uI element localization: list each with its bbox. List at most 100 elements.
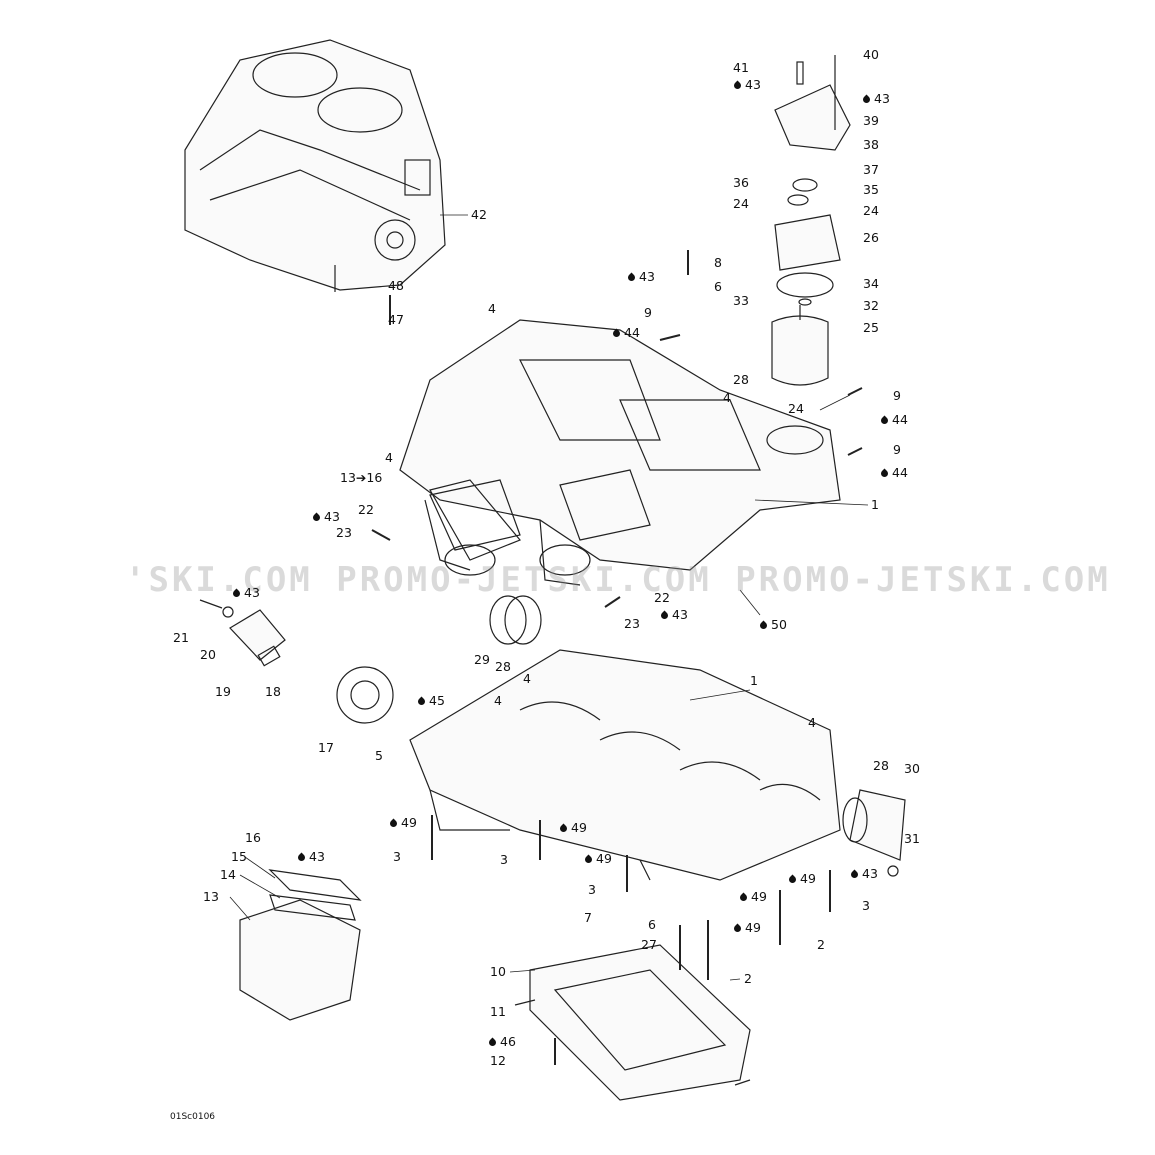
callout-43: 43 bbox=[311, 510, 340, 524]
callout-28: 28 bbox=[873, 759, 889, 773]
callout-4: 4 bbox=[494, 694, 502, 708]
callout-43: 43 bbox=[296, 849, 325, 864]
callout-number: 49 bbox=[751, 889, 767, 904]
callout-23: 23 bbox=[624, 617, 640, 631]
callout-9: 9 bbox=[644, 306, 652, 320]
callout-number: 43 bbox=[639, 269, 655, 284]
callout-number: 49 bbox=[596, 851, 612, 866]
callout-43: 43 bbox=[861, 92, 890, 106]
callout-number: 2 bbox=[744, 971, 752, 986]
callout-number: 4 bbox=[808, 715, 816, 730]
lubricant-drop-icon bbox=[787, 874, 798, 884]
callout-number: 23 bbox=[624, 616, 640, 631]
callout-4: 4 bbox=[523, 672, 531, 686]
callout-13: 13 bbox=[203, 890, 219, 904]
callout-number: 48 bbox=[388, 278, 404, 293]
callout-number: 43 bbox=[745, 77, 761, 92]
callout-19: 19 bbox=[215, 685, 231, 699]
callout-number: 13➔16 bbox=[340, 470, 383, 485]
callout-number: 5 bbox=[375, 748, 383, 763]
callout-9: 9 bbox=[893, 389, 901, 403]
callout-49: 49 bbox=[738, 889, 767, 904]
leader-lines bbox=[229, 214, 869, 981]
engine-assembly-drawing bbox=[184, 39, 446, 292]
callout-number: 40 bbox=[863, 47, 879, 62]
lubricant-drop-icon bbox=[879, 468, 890, 478]
callout-44: 44 bbox=[879, 465, 908, 480]
callout-number: 49 bbox=[745, 920, 761, 935]
callout-number: 47 bbox=[388, 312, 404, 327]
callout-number: 49 bbox=[571, 820, 587, 835]
callout-40: 40 bbox=[863, 48, 879, 62]
pump-assembly-drawing bbox=[771, 55, 851, 386]
callout-number: 28 bbox=[495, 659, 511, 674]
reed-valve-drawing bbox=[429, 469, 651, 551]
callout-number: 4 bbox=[494, 693, 502, 708]
callout-17: 17 bbox=[318, 741, 334, 755]
callout-49: 49 bbox=[583, 851, 612, 866]
callout-number: 30 bbox=[904, 761, 920, 776]
callout-28: 28 bbox=[495, 660, 511, 674]
callout-number: 3 bbox=[862, 898, 870, 913]
callout-number: 16 bbox=[245, 830, 261, 845]
callout-35: 35 bbox=[863, 183, 879, 197]
callout-1: 1 bbox=[750, 674, 758, 688]
callout-number: 34 bbox=[863, 276, 879, 291]
callout-46: 46 bbox=[487, 1034, 516, 1049]
callout-8: 8 bbox=[714, 256, 722, 270]
callout-number: 4 bbox=[523, 671, 531, 686]
lubricant-drop-icon bbox=[296, 852, 307, 862]
lubricant-drop-icon bbox=[879, 415, 890, 425]
callout-49: 49 bbox=[787, 872, 816, 886]
callout-3: 3 bbox=[393, 850, 401, 864]
callout-49: 49 bbox=[388, 815, 417, 830]
callout-number: 1 bbox=[750, 673, 758, 688]
callout-number: 23 bbox=[336, 525, 352, 540]
callout-number: 32 bbox=[863, 298, 879, 313]
lubricant-drop-icon bbox=[738, 892, 749, 902]
callout-43: 43 bbox=[626, 269, 655, 284]
callout-47: 47 bbox=[388, 313, 404, 327]
callout-number: 39 bbox=[863, 113, 879, 128]
callout-number: 3 bbox=[393, 849, 401, 864]
callout-number: 44 bbox=[892, 465, 908, 480]
callout-number: 29 bbox=[474, 652, 490, 667]
callout-number: 14 bbox=[220, 867, 236, 882]
callout-number: 33 bbox=[733, 293, 749, 308]
callout-number: 25 bbox=[863, 320, 879, 335]
callout-28: 28 bbox=[733, 373, 749, 387]
callout-3: 3 bbox=[588, 883, 596, 897]
callout-number: 49 bbox=[401, 815, 417, 830]
callout-4: 4 bbox=[723, 391, 731, 405]
callout-number: 4 bbox=[488, 301, 496, 316]
callout-number: 43 bbox=[672, 607, 688, 622]
lubricant-drop-icon bbox=[758, 620, 769, 630]
callout-number: 36 bbox=[733, 175, 749, 190]
callout-14: 14 bbox=[220, 868, 236, 882]
callout-number: 3 bbox=[500, 852, 508, 867]
callout-number: 42 bbox=[471, 207, 487, 222]
lower-crankcase-drawing bbox=[409, 649, 841, 881]
callout-number: 11 bbox=[490, 1004, 506, 1019]
callout-number: 19 bbox=[215, 684, 231, 699]
callout-11: 11 bbox=[490, 1005, 506, 1019]
callout-number: 31 bbox=[904, 831, 920, 846]
callout-number: 46 bbox=[500, 1034, 516, 1049]
callout-number: 35 bbox=[863, 182, 879, 197]
callout-number: 15 bbox=[231, 849, 247, 864]
callout-number: 43 bbox=[309, 849, 325, 864]
callout-4: 4 bbox=[385, 451, 393, 465]
lubricant-drop-icon bbox=[487, 1037, 498, 1047]
callout-3: 3 bbox=[862, 899, 870, 913]
figure-code: 01Sc0106 bbox=[170, 1112, 216, 1122]
callout-22: 22 bbox=[654, 591, 670, 605]
callout-38: 38 bbox=[863, 138, 879, 152]
callout-6: 6 bbox=[648, 918, 656, 932]
callout-45: 45 bbox=[416, 694, 445, 708]
callout-48: 48 bbox=[388, 279, 404, 293]
callout-number: 37 bbox=[863, 162, 879, 177]
callout-36: 36 bbox=[733, 176, 749, 190]
lubricant-drop-icon bbox=[416, 696, 427, 706]
lubricant-drop-icon bbox=[659, 610, 670, 620]
